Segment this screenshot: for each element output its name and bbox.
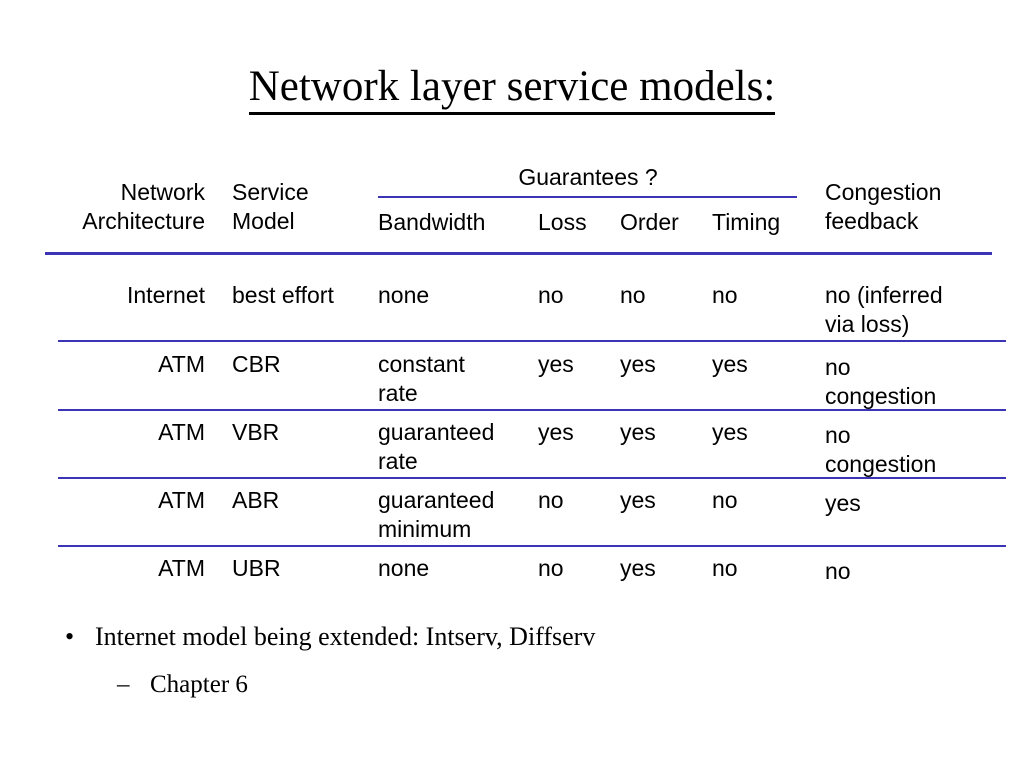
bullet-list: • Internet model being extended: Intserv… — [55, 620, 955, 702]
cell-bandwidth: constant rate — [378, 351, 465, 406]
cell-architecture: Internet — [127, 282, 205, 308]
cell-order: yes — [620, 351, 656, 377]
cell-timing: yes — [712, 419, 748, 445]
cell-order: yes — [620, 555, 656, 581]
cell-timing: no — [712, 487, 738, 513]
cell-loss: no — [538, 487, 564, 513]
cell-service-model: best effort — [232, 282, 334, 308]
bullet-item-level2-text: Chapter 6 — [150, 671, 248, 698]
cell-timing: no — [712, 282, 738, 308]
cell-congestion-feedback: no — [825, 558, 851, 584]
dash-marker-icon: – — [117, 671, 130, 698]
cell-loss: no — [538, 282, 564, 308]
cell-order: yes — [620, 419, 656, 445]
cell-architecture: ATM — [158, 487, 205, 513]
header-separator-rule — [45, 252, 992, 255]
cell-service-model: CBR — [232, 351, 281, 377]
cell-bandwidth: guaranteed minimum — [378, 487, 495, 542]
cell-congestion-feedback: no congestion — [825, 422, 937, 477]
cell-congestion-feedback: no (inferred via loss) — [825, 282, 943, 337]
bullet-marker-icon: • — [65, 622, 75, 651]
column-header-guarantees: Guarantees ? — [518, 164, 658, 190]
row-separator-rule — [58, 477, 1006, 479]
column-header-loss: Loss — [538, 209, 587, 235]
cell-architecture: ATM — [158, 419, 205, 445]
row-separator-rule — [58, 409, 1006, 411]
column-header-congestion-feedback: Congestion feedback — [825, 179, 942, 234]
column-header-network-architecture: Network Architecture — [82, 179, 205, 234]
cell-congestion-feedback: yes — [825, 490, 861, 516]
cell-loss: no — [538, 555, 564, 581]
guarantees-underline-rule — [378, 196, 797, 198]
cell-order: yes — [620, 487, 656, 513]
cell-architecture: ATM — [158, 351, 205, 377]
column-header-service-model: Service Model — [232, 179, 309, 234]
cell-order: no — [620, 282, 646, 308]
cell-timing: no — [712, 555, 738, 581]
page-title: Network layer service models: — [0, 62, 1024, 115]
column-header-order: Order — [620, 209, 679, 235]
cell-bandwidth: none — [378, 555, 430, 581]
column-header-bandwidth: Bandwidth — [378, 209, 486, 235]
cell-bandwidth: none — [378, 282, 430, 308]
cell-congestion-feedback: no congestion — [825, 354, 937, 409]
cell-loss: yes — [538, 351, 574, 377]
cell-architecture: ATM — [158, 555, 205, 581]
page-title-text: Network layer service models: — [248, 63, 776, 115]
row-separator-rule — [58, 340, 1006, 342]
bullet-item-level1-text: Internet model being extended: Intserv, … — [95, 622, 596, 651]
bullet-item-level2: – Chapter 6 — [55, 668, 955, 702]
cell-timing: yes — [712, 351, 748, 377]
cell-loss: yes — [538, 419, 574, 445]
cell-service-model: UBR — [232, 555, 281, 581]
cell-service-model: VBR — [232, 419, 280, 445]
bullet-item-level1: • Internet model being extended: Intserv… — [55, 620, 955, 654]
row-separator-rule — [58, 545, 1006, 547]
cell-bandwidth: guaranteed rate — [378, 419, 495, 474]
cell-service-model: ABR — [232, 487, 280, 513]
column-header-timing: Timing — [712, 209, 781, 235]
